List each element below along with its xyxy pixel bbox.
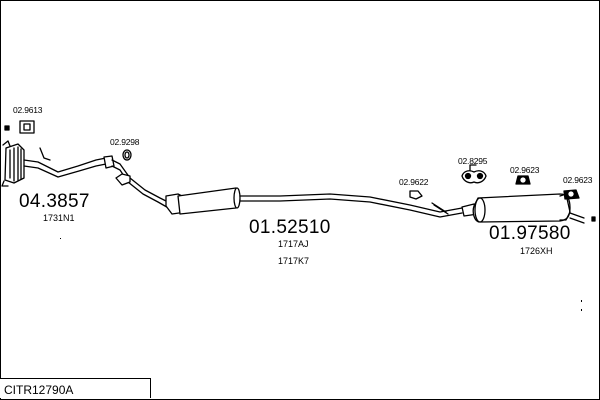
- hanger-02-9622-drawing: [409, 190, 449, 215]
- part-reference-label: 1726XH: [520, 246, 553, 256]
- artifact-dot: [581, 300, 582, 302]
- rubber-mount-2-drawing: [563, 189, 580, 200]
- part-reference-label: 1717AJ: [278, 239, 309, 249]
- fitting-number-label: 02.9298: [110, 137, 140, 147]
- middle-pipe-drawing: [111, 159, 463, 218]
- ring-02-9298-drawing: [122, 149, 132, 161]
- artifact-dot: [581, 309, 582, 311]
- fitting-number-label: 02.9623: [563, 175, 593, 185]
- part-number-label: 01.97580: [489, 223, 571, 244]
- fitting-number-label: 02.8295: [458, 156, 488, 166]
- front-catalyst-drawing: [1, 140, 115, 187]
- part-reference-label: 1731N1: [43, 213, 75, 223]
- fitting-number-label: 02.9622: [399, 177, 429, 187]
- rubber-mount-1-drawing: [515, 175, 531, 185]
- fitting-number-label: 02.9623: [510, 165, 540, 175]
- rear-silencer-drawing: [461, 193, 596, 224]
- clamp-02-9613-drawing: [4, 120, 51, 161]
- bracket-02-8295-drawing: [461, 164, 487, 184]
- artifact-dot: [60, 238, 61, 239]
- diagram-code-box: CITR12790A: [0, 378, 151, 398]
- diagram-code: CITR12790A: [4, 383, 74, 397]
- part-number-label: 04.3857: [19, 191, 90, 212]
- part-number-label: 01.52510: [249, 217, 331, 238]
- fitting-number-label: 02.9613: [13, 105, 43, 115]
- part-reference-label: 1717K7: [278, 256, 310, 266]
